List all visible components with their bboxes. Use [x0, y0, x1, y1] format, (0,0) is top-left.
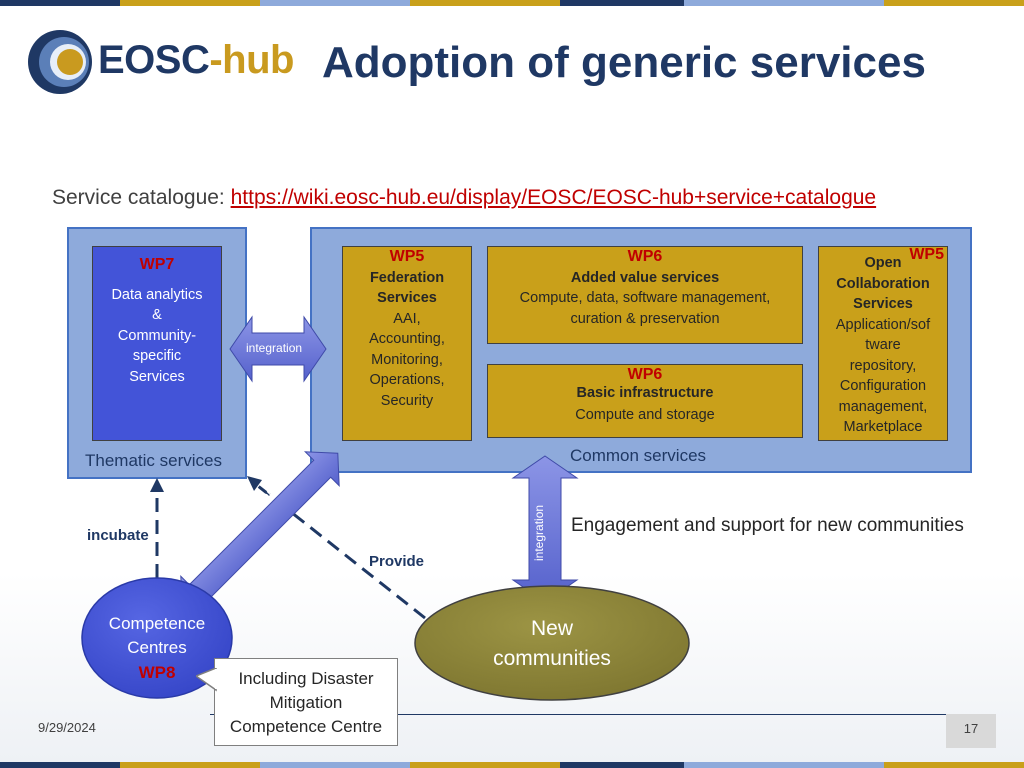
wp5-open-collab-box: WP5 Open Collaboration Services Applicat… — [818, 246, 948, 441]
engagement-text: Engagement and support for new communiti… — [571, 515, 964, 536]
integration-horizontal-label: integration — [246, 341, 303, 355]
new-communities-line: communities — [493, 647, 611, 670]
thematic-services-label: Thematic services — [85, 451, 222, 470]
wp7-box: WP7 Data analytics & Community- specific… — [92, 246, 222, 441]
common-services-label: Common services — [570, 446, 707, 465]
provide-label: Provide — [369, 553, 425, 570]
bottom-color-bar — [0, 762, 1024, 768]
wp5-federation-box: WP5 Federation Services AAI, Accounting,… — [342, 246, 472, 441]
provide-arrowhead — [247, 476, 262, 491]
wp5-tag: WP5 — [389, 248, 425, 265]
wp6-added-value-box: WP6 Added value services Compute, data, … — [487, 246, 803, 344]
callout-pointer — [196, 668, 218, 692]
basic-infra-line: Compute and storage — [575, 407, 715, 423]
integration-horizontal-arrow — [229, 315, 327, 383]
callout-line: Competence Centre — [229, 717, 383, 736]
logo-wordmark: EOSC-hub — [98, 38, 294, 82]
page-title: Adoption of generic services — [322, 38, 926, 87]
thematic-line: Data analytics — [111, 286, 203, 303]
new-communities-label: New communities — [452, 614, 652, 674]
wp8-tag: WP8 — [138, 663, 176, 682]
basic-infra-title: Basic infrastructure — [576, 385, 714, 401]
open-collab-line: tware — [865, 337, 901, 353]
incubate-label: incubate — [87, 527, 149, 544]
new-communities-circle — [414, 585, 690, 701]
federation-line: Operations, — [369, 372, 445, 388]
open-collab-line: management, — [838, 398, 928, 415]
eosc-hub-logo: EOSC-hub — [26, 28, 296, 96]
thematic-line: Services — [129, 368, 185, 385]
wp7-tag: WP7 — [139, 256, 175, 273]
federation-title-line: Services — [377, 290, 437, 306]
open-collab-title-line: Services — [853, 296, 913, 312]
federation-title-line: Federation — [369, 269, 445, 286]
callout-line: Mitigation — [269, 693, 343, 712]
competence-line: Centres — [127, 638, 187, 657]
open-collab-title-line: Open — [864, 255, 902, 271]
federation-line: Monitoring, — [371, 351, 443, 368]
logo-globe-icon — [28, 30, 92, 94]
competence-centres-label: Competence Centres WP8 — [92, 612, 222, 686]
federation-line: AAI, — [393, 310, 421, 327]
page-number: 17 — [946, 714, 996, 748]
incubate-arrowhead — [150, 478, 164, 492]
catalogue-link[interactable]: https://wiki.eosc-hub.eu/display/EOSC/EO… — [230, 186, 877, 209]
top-color-bar — [0, 0, 1024, 6]
footer-date: 9/29/2024 — [38, 720, 96, 735]
open-collab-line: Marketplace — [843, 419, 923, 435]
open-collab-line: repository, — [849, 357, 917, 374]
added-value-title: Added value services — [570, 269, 720, 286]
integration-vertical-label: integration — [532, 504, 546, 561]
open-collab-line: Application/sof — [835, 316, 931, 333]
catalogue-label: Service catalogue: — [52, 186, 231, 209]
disaster-mitigation-callout: Including Disaster Mitigation Competence… — [214, 658, 398, 746]
added-value-line: curation & preservation — [570, 310, 720, 327]
thematic-line: Community- — [117, 327, 197, 344]
wp6-tag: WP6 — [627, 366, 663, 383]
new-communities-line: New — [530, 617, 573, 640]
footer-divider — [210, 714, 996, 715]
competence-line: Competence — [108, 614, 206, 633]
wp6-basic-infra-box: WP6 Basic infrastructure Compute and sto… — [487, 364, 803, 438]
service-catalogue-line: Service catalogue: https://wiki.eosc-hub… — [52, 186, 876, 210]
federation-line: Accounting, — [369, 331, 445, 347]
thematic-line: & — [152, 307, 162, 323]
competence-centres-circle — [81, 577, 233, 699]
open-collab-line: Configuration — [839, 378, 927, 394]
callout-line: Including Disaster — [238, 669, 374, 688]
wp6-tag: WP6 — [627, 248, 663, 265]
federation-line: Security — [380, 392, 434, 409]
wp5-tag: WP5 — [909, 246, 944, 263]
thematic-line: specific — [132, 348, 182, 364]
open-collab-title-line: Collaboration — [836, 275, 930, 292]
added-value-line: Compute, data, software management, — [519, 290, 771, 306]
